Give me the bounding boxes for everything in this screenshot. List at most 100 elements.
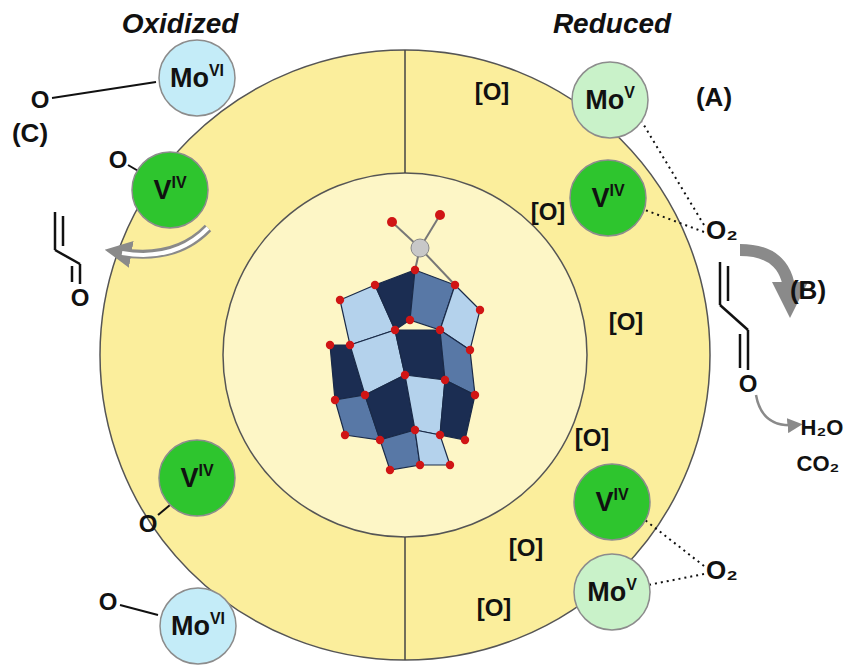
capping-atom (387, 210, 455, 285)
v4-site: VIV (130, 150, 210, 230)
oxygen-atom: O (99, 590, 118, 614)
site-label: MoV (587, 579, 637, 606)
mo6-site: MoVI (157, 38, 237, 118)
oxygen-dot (446, 461, 454, 469)
reaction-arrow (740, 250, 790, 300)
v4-site: VIV (572, 462, 652, 542)
oxygen-dot (326, 341, 334, 349)
side-title: Oxidized (122, 10, 239, 38)
site-circle-shape (160, 588, 236, 664)
callout-letter: (C) (12, 120, 48, 146)
divider-line (404, 537, 406, 660)
outer-ring (100, 50, 710, 660)
bond-line (158, 505, 170, 515)
oxygen-dot (436, 431, 444, 439)
oxygen-dot (331, 396, 339, 404)
callout-letter: (A) (696, 84, 732, 110)
reaction-arrow (756, 395, 795, 425)
oxidation-state: IV (198, 462, 213, 479)
reaction-arrow (118, 228, 208, 254)
oxygen-dot (466, 346, 474, 354)
product-formula: H₂O (801, 417, 844, 439)
site-label: VIV (180, 465, 213, 492)
site-label: VIV (153, 177, 186, 204)
oxygen-atom: O (71, 286, 90, 310)
dotted-bond (642, 122, 704, 225)
element-symbol: V (591, 183, 609, 213)
oxygen-dot (371, 281, 379, 289)
dotted-bond (645, 210, 704, 232)
element-symbol: Mo (170, 63, 209, 93)
callout-letter: (B) (790, 277, 826, 303)
site-circle-shape (159, 440, 235, 516)
acrolein-molecule (55, 212, 80, 284)
site-label: VIV (595, 489, 628, 516)
inner-circle (223, 173, 587, 537)
lattice-oxygen: [O] (475, 80, 510, 104)
site-label: MoVI (170, 65, 224, 92)
lattice-oxygen: [O] (477, 596, 512, 620)
mo6-site: MoVI (158, 586, 238, 666)
site-circle-shape (570, 160, 646, 236)
oxygen-dot (406, 316, 414, 324)
oxygen-dot (476, 306, 484, 314)
site-circle-shape (572, 62, 648, 138)
product-formula: CO₂ (797, 453, 840, 475)
oxidation-state: VI (210, 610, 225, 627)
site-circle-shape (159, 40, 235, 116)
site-label: MoVI (171, 613, 225, 640)
oxygen-atom: O (109, 148, 128, 172)
oxygen-atom: O (739, 372, 758, 396)
oxidation-state: IV (613, 486, 628, 503)
oxygen-dot (336, 296, 344, 304)
dotted-bond (645, 520, 704, 566)
site-label: MoV (585, 87, 635, 114)
oxidation-state: IV (171, 174, 186, 191)
oxidation-state: V (624, 84, 635, 101)
oxygen-dot (341, 431, 349, 439)
v4-site: VIV (157, 438, 237, 518)
lattice-oxygen: [O] (575, 426, 610, 450)
oxygen-dot (361, 391, 369, 399)
oxygen-dot (386, 466, 394, 474)
site-circle-shape (574, 464, 650, 540)
site-label: VIV (591, 185, 624, 212)
lattice-oxygen: [O] (509, 536, 544, 560)
lattice-oxygen: [O] (531, 200, 566, 224)
oxidation-state: VI (209, 62, 224, 79)
mo5-site: MoV (570, 60, 650, 140)
element-symbol: V (595, 487, 613, 517)
v4-site: VIV (568, 158, 648, 238)
bond-line (120, 605, 158, 615)
element-symbol: V (153, 175, 171, 205)
lattice-oxygen: [O] (609, 310, 644, 334)
oxidation-state: IV (609, 182, 624, 199)
oxygen-dots (326, 266, 484, 474)
dioxygen: O₂ (706, 557, 738, 583)
site-circle-shape (574, 554, 650, 630)
element-symbol: V (180, 463, 198, 493)
bond-line (52, 82, 156, 98)
divider-line (404, 50, 406, 173)
element-symbol: Mo (585, 85, 624, 115)
mo5-site: MoV (572, 552, 652, 632)
oxygen-dot (346, 341, 354, 349)
dioxygen: O₂ (706, 217, 738, 243)
polyoxometalate-cluster (330, 270, 480, 470)
side-title: Reduced (553, 10, 671, 38)
oxygen-dot (416, 461, 424, 469)
oxygen-dot (471, 391, 479, 399)
oxidation-state: V (626, 576, 637, 593)
oxygen-dot (411, 426, 419, 434)
oxygen-dot (461, 436, 469, 444)
acrolein-molecule (720, 262, 748, 370)
oxygen-dot (401, 371, 409, 379)
element-symbol: Mo (587, 577, 626, 607)
oxygen-atom: O (139, 512, 158, 536)
oxygen-dot (451, 281, 459, 289)
oxygen-dot (391, 326, 399, 334)
oxygen-dot (411, 266, 419, 274)
oxygen-dot (376, 436, 384, 444)
site-circle-shape (132, 152, 208, 228)
oxygen-dot (441, 376, 449, 384)
